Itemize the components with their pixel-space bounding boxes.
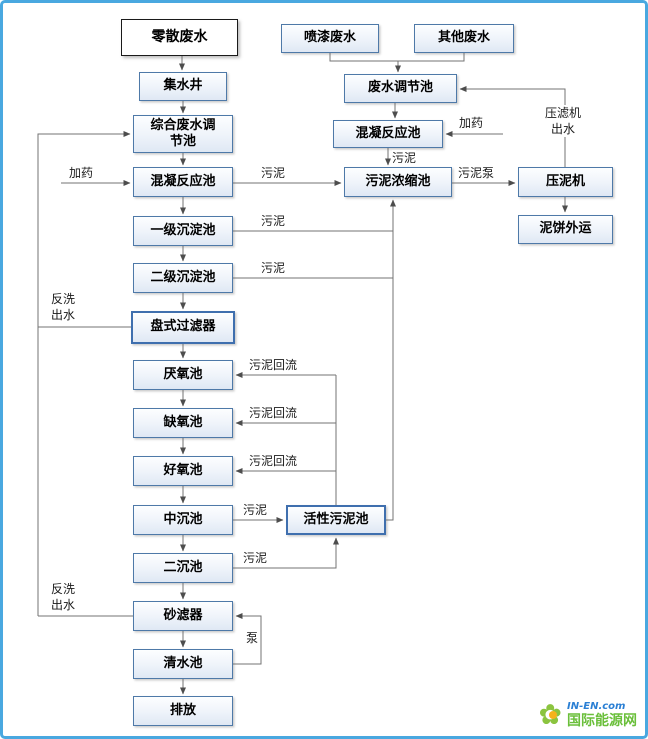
edge-label-pump: 泵: [246, 630, 259, 647]
node-mud-cake-removal: 泥饼外运: [518, 215, 613, 244]
node-coagulation-tank-right: 混凝反应池: [333, 120, 443, 148]
node-aerobic-tank: 好氧池: [133, 456, 233, 486]
edge-label-dosing-left: 加药: [69, 165, 94, 182]
node-sand-filter: 砂滤器: [133, 601, 233, 631]
node-other-wastewater: 其他废水: [414, 24, 514, 53]
node-scattered-wastewater: 零散废水: [121, 19, 238, 56]
edge-label-sludge-middle: 污泥: [243, 502, 268, 519]
edge-label-backwash-upper: 反洗出水: [49, 291, 77, 324]
node-paint-wastewater: 喷漆废水: [281, 24, 379, 53]
node-middle-sedimentation-tank: 中沉池: [133, 505, 233, 535]
edge-label-sludge-return-3: 污泥回流: [249, 453, 298, 470]
edge-label-sludge-return-1: 污泥回流: [249, 357, 298, 374]
node-wastewater-regulation-tank: 废水调节池: [344, 74, 457, 103]
edge-label-sludge-below-coag: 污泥: [392, 150, 417, 167]
watermark-name: 国际能源网: [567, 712, 637, 729]
node-mud-press: 压泥机: [518, 167, 613, 197]
node-discharge: 排放: [133, 696, 233, 726]
edge-label-sludge-secondary: 污泥: [261, 260, 286, 277]
node-activated-sludge-tank: 活性污泥池: [286, 505, 386, 535]
node-sludge-thickening-tank: 污泥浓缩池: [344, 167, 452, 197]
watermark: ✿ IN-EN.com 国际能源网: [539, 701, 637, 729]
edge-label-press-filter-effluent: 压滤机出水: [541, 105, 585, 138]
node-primary-sedimentation-tank: 一级沉淀池: [133, 216, 233, 246]
node-anoxic-tank: 缺氧池: [133, 408, 233, 438]
inen-logo-icon: ✿: [539, 701, 562, 729]
node-comprehensive-regulation-tank: 综合废水调节池: [133, 115, 233, 153]
connector-lines: [37, 53, 568, 695]
edge-label-sludge-settling: 污泥: [243, 550, 268, 567]
edge-label-sludge-pump: 污泥泵: [458, 165, 495, 182]
node-secondary-settling-tank: 二沉池: [133, 553, 233, 583]
edge-label-backwash-lower: 反洗出水: [49, 581, 77, 614]
node-anaerobic-tank: 厌氧池: [133, 360, 233, 390]
node-collection-well: 集水井: [139, 72, 227, 101]
node-secondary-sedimentation-tank: 二级沉淀池: [133, 263, 233, 293]
edge-label-sludge-coag-to-thickener: 污泥: [261, 165, 286, 182]
edge-label-dosing-right: 加药: [459, 115, 484, 132]
node-disc-filter: 盘式过滤器: [131, 311, 235, 344]
node-clean-water-tank: 清水池: [133, 649, 233, 679]
node-coagulation-tank-left: 混凝反应池: [133, 167, 233, 197]
watermark-site: IN-EN.com: [567, 701, 626, 713]
edge-label-sludge-return-2: 污泥回流: [249, 405, 298, 422]
edge-label-sludge-primary: 污泥: [261, 213, 286, 230]
